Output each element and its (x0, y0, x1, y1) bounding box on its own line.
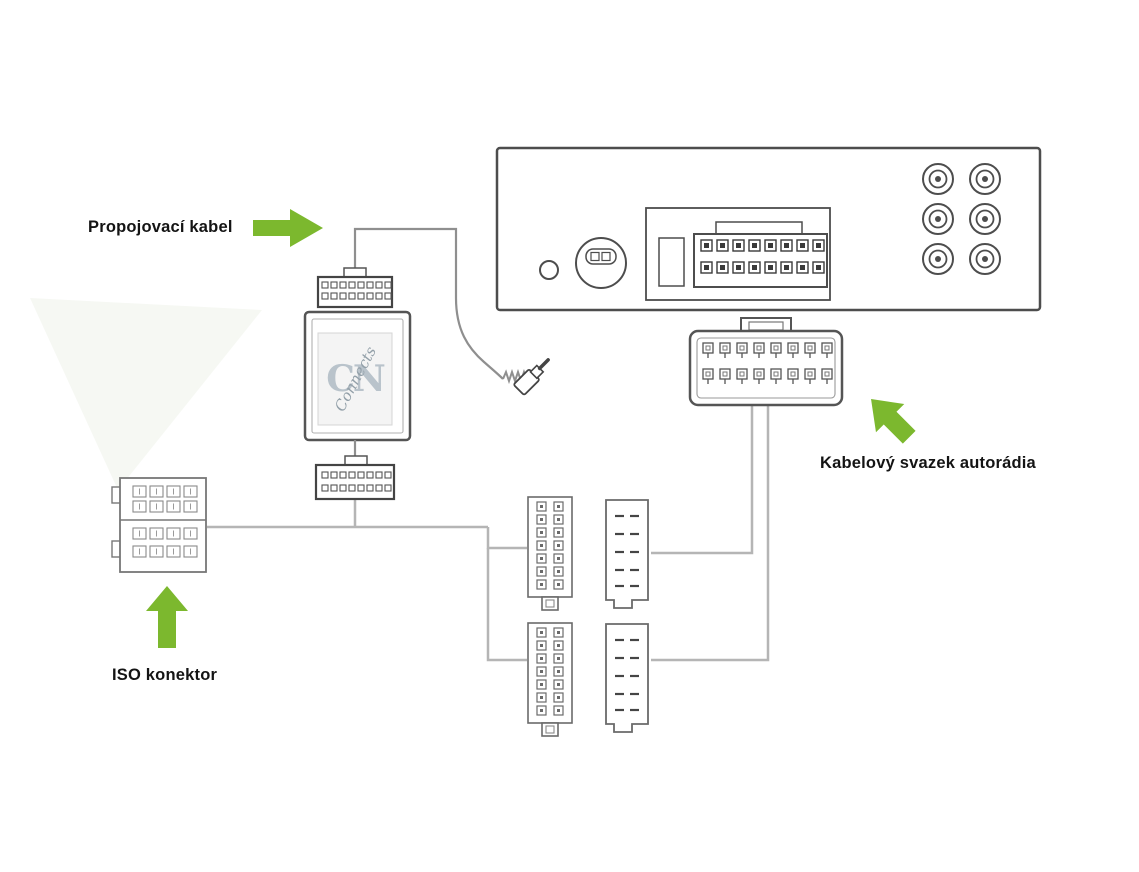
arrow-up-icon (146, 586, 188, 648)
slot-connector-upper (604, 498, 650, 610)
rca-jack (969, 243, 1001, 275)
adapter-logo-panel (317, 332, 393, 426)
arrow-right-icon (253, 209, 323, 247)
molex-connector-upper (528, 497, 572, 610)
watermark-shape (30, 298, 262, 490)
arrow-up-left-icon (871, 399, 916, 444)
branch-wire-upper (486, 527, 527, 550)
molex-connector-lower (528, 623, 572, 736)
iso-connector (111, 477, 207, 573)
adapter-top-connector (316, 267, 394, 309)
label-connecting-cable: Propojovací kabel (88, 218, 233, 236)
label-iso-connector: ISO konektor (112, 666, 218, 684)
rca-jack (969, 203, 1001, 235)
jack-tip (537, 358, 550, 371)
wire-set (207, 404, 770, 662)
rca-jack (922, 243, 954, 275)
label-radio-harness: Kabelový svazek autorádia (820, 454, 1036, 472)
connector-key-bar (715, 221, 803, 235)
radio-pin-block (693, 233, 828, 288)
harness-wire-upper (651, 404, 754, 555)
adapter-bottom-connector (314, 455, 396, 501)
radio-rear-panel (495, 146, 1042, 312)
rca-jack (969, 163, 1001, 195)
fuse-slot (658, 237, 685, 287)
branch-wire-lower (486, 548, 527, 662)
adapter-box (303, 310, 412, 442)
adapter-logo: CN Connects (318, 333, 392, 425)
radio-small-port (539, 260, 559, 280)
aux-jack-plug (513, 358, 550, 396)
adapter-logo-main: CN (326, 358, 386, 400)
harness-wire-lower (651, 404, 770, 662)
antenna-socket (575, 237, 627, 289)
harness-connector (688, 317, 844, 407)
cable-run (353, 227, 504, 380)
rca-jack (922, 163, 954, 195)
rca-jack (922, 203, 954, 235)
slot-connector-lower (604, 622, 650, 734)
